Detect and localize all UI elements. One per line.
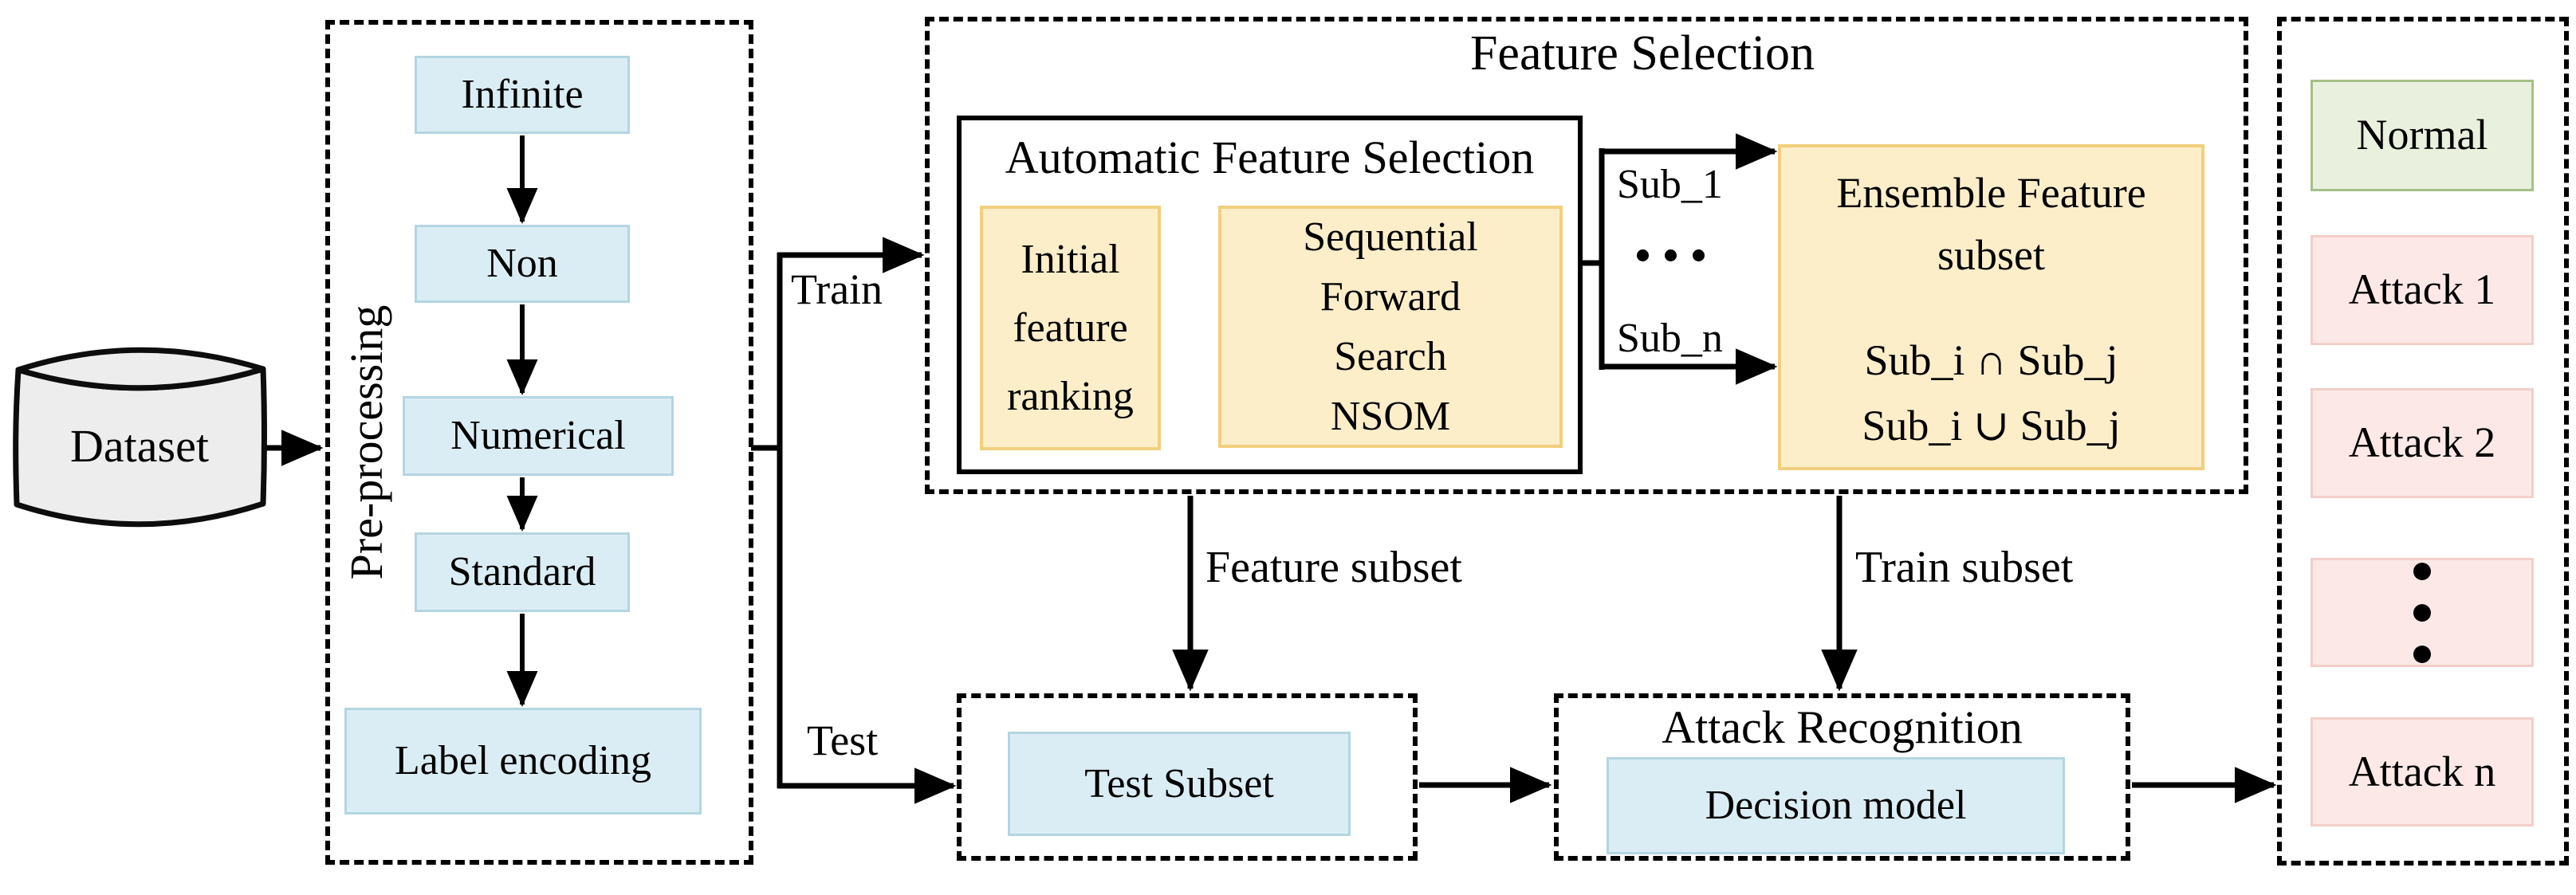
ellipsis-icon (1622, 243, 1718, 267)
ensemble-title-line1: Ensemble Feature (1836, 169, 2146, 217)
ensemble-intersection: Sub_i ∩ Sub_j (1864, 336, 2118, 384)
feature-subset-label: Feature subset (1205, 543, 1462, 592)
initial-feature-ranking-box: Initial feature ranking (980, 206, 1161, 450)
automatic-feature-selection-title: Automatic Feature Selection (1005, 132, 1535, 184)
feature-selection-title: Feature Selection (1469, 26, 1815, 80)
step-box-numerical: Numerical (403, 396, 674, 476)
sub1-label: Sub_1 (1617, 162, 1723, 207)
ensemble-title-line2: subset (1937, 231, 2045, 279)
step-box-infinite: Infinite (415, 56, 630, 134)
step-box-label-encoding: Label encoding (344, 708, 702, 815)
train-subset-label: Train subset (1855, 543, 2074, 592)
attack-recognition-box (1554, 693, 2130, 861)
preprocessing-box (325, 20, 753, 865)
train-flow-label: Train (791, 265, 883, 313)
feature-selection-box (925, 17, 2248, 494)
database-cylinder-icon (13, 347, 267, 528)
ensemble-union: Sub_i ∪ Sub_j (1862, 402, 2121, 449)
test-flow-label: Test (807, 716, 879, 764)
attack-recognition-title: Attack Recognition (1662, 701, 2023, 754)
step-box-non: Non (415, 225, 630, 303)
outputs-box (2277, 17, 2569, 866)
ensemble-feature-subset-box: Ensemble Feature subset Sub_i ∩ Sub_j Su… (1778, 144, 2204, 470)
sequential-forward-search-box: Sequential Forward Search NSOM (1218, 206, 1563, 448)
step-box-standard: Standard (415, 532, 630, 612)
decision-model-box: Decision model (1607, 757, 2065, 854)
output-box-attack2: Attack 2 (2311, 388, 2534, 498)
ensemble-spacer (1781, 286, 2201, 328)
subn-label: Sub_n (1617, 316, 1723, 361)
output-box-normal: Normal (2311, 80, 2534, 191)
output-box-more vertical-ellipsis-icon (2311, 558, 2534, 667)
preprocessing-title: Pre-processing (340, 304, 392, 580)
dataset-label: Dataset (70, 420, 209, 473)
output-box-attack1: Attack 1 (2311, 235, 2534, 345)
test-subset-inner-box: Test Subset (1008, 732, 1351, 836)
test-subset-box (957, 693, 1418, 861)
output-box-attackn: Attack n (2311, 717, 2534, 826)
